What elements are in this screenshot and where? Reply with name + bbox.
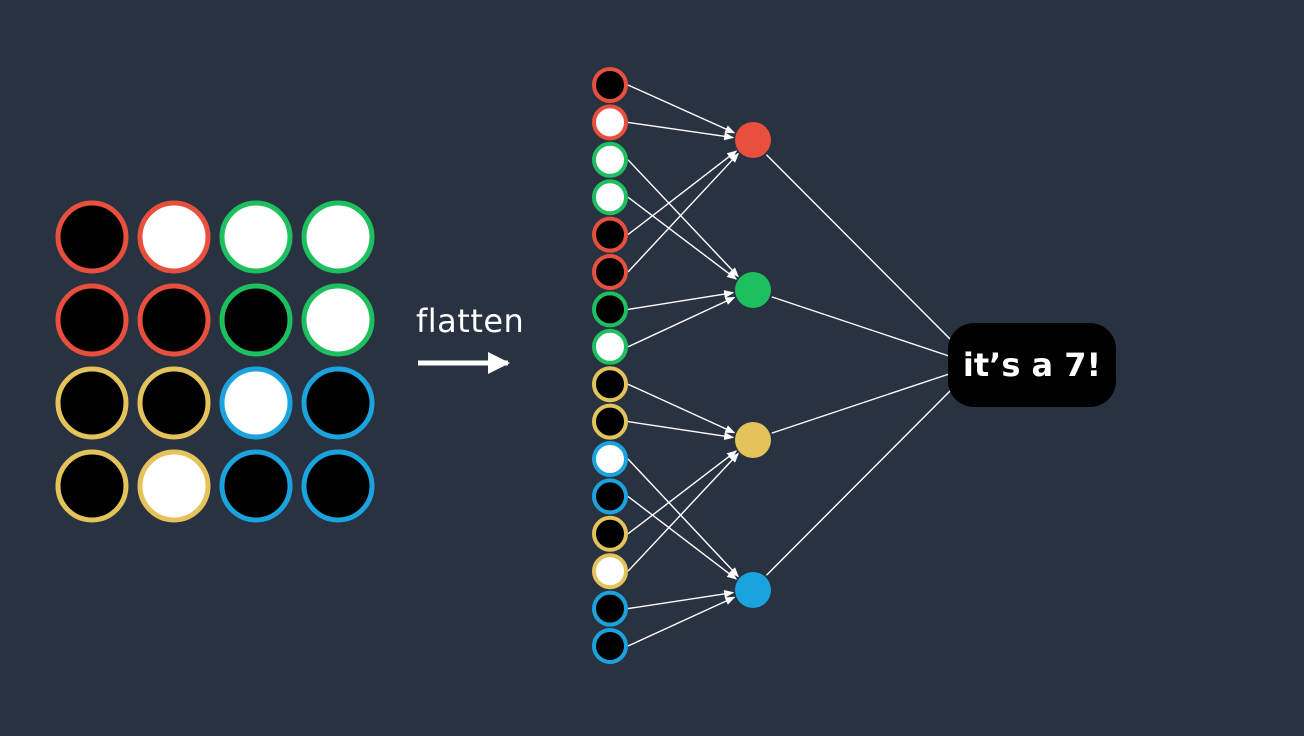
grid-pixel-r2-c2 bbox=[137, 283, 211, 357]
input-node-4 bbox=[592, 179, 628, 216]
input-node-15 bbox=[592, 590, 628, 627]
input-node-3 bbox=[592, 141, 628, 178]
edge-input-4 bbox=[627, 196, 738, 280]
input-node-2 bbox=[592, 104, 628, 141]
grid-pixel-r2-c3 bbox=[219, 283, 293, 357]
edge-input-3 bbox=[627, 159, 739, 278]
input-node-10 bbox=[592, 403, 628, 440]
input-node-16 bbox=[592, 628, 628, 664]
input-node-1 bbox=[592, 67, 628, 103]
edge-input-1 bbox=[627, 84, 736, 134]
edge-input-10 bbox=[627, 420, 735, 441]
grid-pixel-r4-c2 bbox=[137, 449, 211, 523]
input-node-7 bbox=[592, 291, 628, 328]
grid-pixel-r2-c1 bbox=[55, 283, 129, 357]
flatten-label: flatten bbox=[416, 302, 525, 340]
hidden-node-red bbox=[735, 122, 771, 158]
edge-hidden-red-to-output bbox=[765, 154, 959, 348]
input-node-13 bbox=[592, 515, 628, 552]
network-edges bbox=[627, 84, 959, 647]
edge-input-15 bbox=[627, 589, 735, 610]
edge-input-16 bbox=[627, 596, 736, 647]
grid-pixel-r3-c2 bbox=[137, 366, 211, 440]
edge-input-13 bbox=[627, 450, 738, 535]
grid-pixel-r3-c4 bbox=[301, 366, 375, 440]
hidden-node-blue bbox=[735, 572, 771, 608]
edge-input-11 bbox=[627, 458, 739, 578]
edge-input-9 bbox=[627, 383, 736, 434]
hidden-node-green bbox=[735, 272, 771, 308]
edge-hidden-yellow-to-output bbox=[771, 370, 959, 434]
input-node-12 bbox=[592, 478, 628, 515]
grid-pixel-r4-c1 bbox=[55, 449, 129, 523]
input-node-14 bbox=[592, 553, 628, 590]
edge-hidden-blue-to-output bbox=[765, 382, 959, 576]
input-node-8 bbox=[592, 328, 628, 365]
edge-input-14 bbox=[627, 452, 739, 572]
edge-input-7 bbox=[627, 290, 735, 311]
grid-pixel-r4-c4 bbox=[301, 449, 375, 523]
grid-pixel-r1-c3 bbox=[219, 200, 293, 274]
result-output-box: it’s a 7! bbox=[948, 323, 1116, 407]
grid-pixel-r4-c3 bbox=[219, 449, 293, 523]
input-node-6 bbox=[592, 254, 628, 290]
grid-pixel-r3-c1 bbox=[55, 366, 129, 440]
edge-input-5 bbox=[627, 150, 738, 236]
grid-pixel-r3-c3 bbox=[219, 366, 293, 440]
edge-hidden-green-to-output bbox=[771, 296, 959, 360]
edge-input-8 bbox=[627, 296, 736, 348]
flattened-input-column bbox=[592, 67, 628, 664]
grid-pixel-r1-c2 bbox=[137, 200, 211, 274]
hidden-layer bbox=[735, 122, 771, 608]
grid-pixel-r2-c4 bbox=[301, 283, 375, 357]
grid-pixel-r1-c1 bbox=[55, 200, 129, 274]
hidden-node-yellow bbox=[735, 422, 771, 458]
pixel-grid bbox=[55, 200, 375, 523]
result-text: it’s a 7! bbox=[962, 346, 1102, 384]
input-node-9 bbox=[592, 366, 628, 403]
grid-pixel-r1-c4 bbox=[301, 200, 375, 274]
input-node-11 bbox=[592, 441, 628, 477]
edge-input-12 bbox=[627, 495, 738, 580]
edge-input-2 bbox=[627, 121, 735, 141]
edge-input-6 bbox=[627, 152, 739, 273]
input-node-5 bbox=[592, 216, 628, 253]
